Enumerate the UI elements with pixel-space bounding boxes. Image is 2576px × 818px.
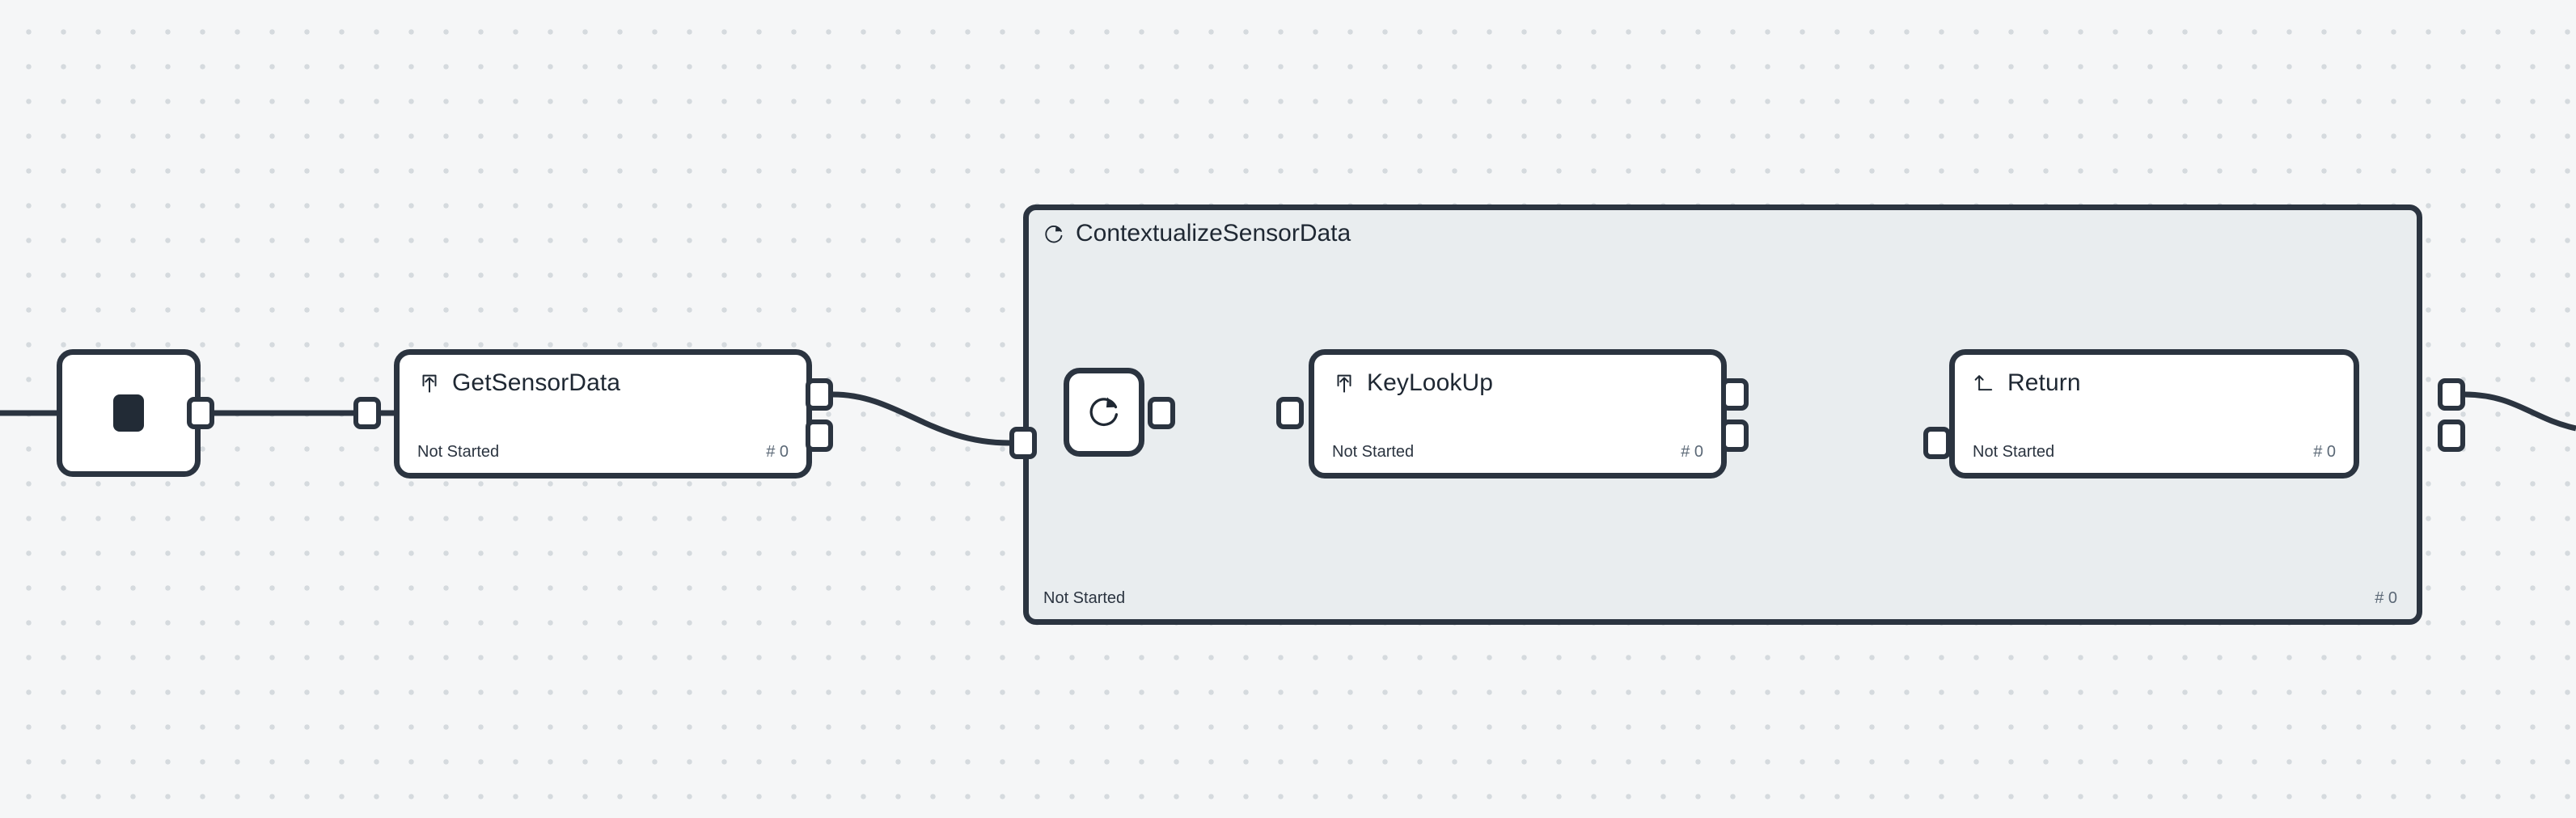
keylookup-output-port-2[interactable] bbox=[1721, 420, 1749, 452]
group-output-port-1[interactable] bbox=[2438, 378, 2465, 411]
keylookup-output-port-1[interactable] bbox=[1721, 378, 1749, 411]
group-title: ContextualizeSensorData bbox=[1076, 220, 1351, 247]
node-header: KeyLookUp bbox=[1332, 371, 1703, 395]
node-footer: Not Started # 0 bbox=[1332, 444, 1703, 460]
arrow-elbow-up-left-icon bbox=[1973, 371, 1997, 395]
group-input-port[interactable] bbox=[1009, 427, 1037, 459]
group-status: Not Started bbox=[1043, 589, 1126, 607]
refresh-circular-arrow-icon bbox=[1086, 393, 1122, 432]
node-title: GetSensorData bbox=[452, 369, 621, 396]
group-count: # 0 bbox=[2375, 589, 2397, 607]
edge-getsensordata-to-group bbox=[832, 391, 1010, 446]
node-return[interactable]: Return Not Started # 0 bbox=[1949, 349, 2359, 479]
node-header: GetSensorData bbox=[417, 371, 789, 395]
group-output-port-2[interactable] bbox=[2438, 420, 2465, 452]
node-count: # 0 bbox=[1681, 443, 1703, 461]
node-status: Not Started bbox=[417, 443, 500, 461]
loop-node-output-port[interactable] bbox=[1148, 397, 1175, 429]
node-getsensordata[interactable]: GetSensorData Not Started # 0 bbox=[394, 349, 812, 479]
getsensordata-output-port-1[interactable] bbox=[806, 378, 833, 411]
return-input-port[interactable] bbox=[1923, 427, 1951, 459]
group-header: ContextualizeSensorData bbox=[1043, 221, 1351, 246]
start-node[interactable] bbox=[57, 349, 201, 477]
node-title: Return bbox=[2007, 369, 2081, 396]
node-count: # 0 bbox=[766, 443, 789, 461]
stop-square-icon bbox=[113, 394, 144, 432]
node-status: Not Started bbox=[1973, 443, 2055, 461]
start-node-output-port[interactable] bbox=[187, 397, 214, 429]
import-box-arrow-up-icon bbox=[417, 371, 442, 395]
node-loop[interactable] bbox=[1064, 368, 1144, 457]
keylookup-input-port[interactable] bbox=[1276, 397, 1304, 429]
node-status: Not Started bbox=[1332, 443, 1415, 461]
node-header: Return bbox=[1973, 371, 2336, 395]
node-title: KeyLookUp bbox=[1367, 369, 1493, 396]
node-footer: Not Started # 0 bbox=[417, 444, 789, 460]
getsensordata-output-port-2[interactable] bbox=[806, 420, 833, 452]
refresh-circular-arrow-icon bbox=[1043, 223, 1064, 244]
import-box-arrow-up-icon bbox=[1332, 371, 1356, 395]
node-footer: Not Started # 0 bbox=[1973, 444, 2336, 460]
node-count: # 0 bbox=[2313, 443, 2336, 461]
node-keylookup[interactable]: KeyLookUp Not Started # 0 bbox=[1309, 349, 1727, 479]
edge-group-to-offcanvas bbox=[2463, 391, 2576, 432]
getsensordata-input-port[interactable] bbox=[353, 397, 381, 429]
group-footer: Not Started # 0 bbox=[1043, 590, 2397, 606]
